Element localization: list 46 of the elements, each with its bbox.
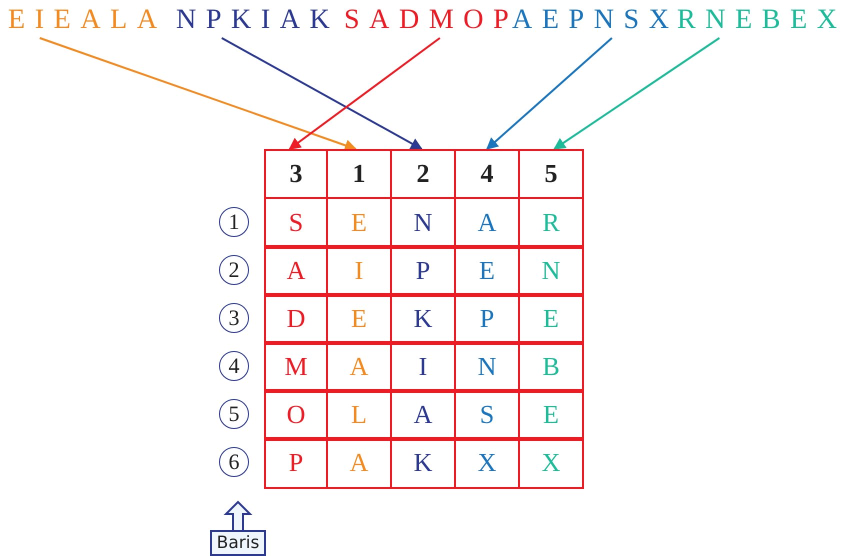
table-cell: D <box>264 293 328 345</box>
table-cell: B <box>518 341 584 393</box>
circled-number: 5 <box>219 399 249 429</box>
letter-sequence: AEPNSX <box>512 4 679 36</box>
table-cell: A <box>326 341 392 393</box>
header-cell: 5 <box>518 149 584 199</box>
table-cell: O <box>264 389 328 441</box>
arrow <box>39 37 357 152</box>
arrow <box>221 37 423 150</box>
table-cell: P <box>390 245 456 297</box>
circled-number: 1 <box>219 207 249 237</box>
arrow <box>553 37 720 150</box>
circled-number: 3 <box>219 303 249 333</box>
table-cell: E <box>518 389 584 441</box>
circled-number: 4 <box>219 351 249 381</box>
table-cell: S <box>454 389 520 441</box>
arrow <box>288 37 440 150</box>
letter-sequence: EIEALA <box>8 4 167 36</box>
letter-sequence: NPKIAK <box>176 4 340 36</box>
table-cell: E <box>518 293 584 345</box>
label-box: Baris <box>210 530 266 556</box>
table-cell: K <box>390 293 456 345</box>
table-cell: R <box>518 197 584 249</box>
hollow-arrow <box>224 500 252 531</box>
table-cell: X <box>518 437 584 489</box>
table-cell: S <box>264 197 328 249</box>
table-cell: I <box>390 341 456 393</box>
arrow <box>486 37 613 150</box>
table-cell: L <box>326 389 392 441</box>
table-cell: P <box>264 437 328 489</box>
header-cell: 3 <box>264 149 328 199</box>
table-cell: N <box>518 245 584 297</box>
circled-number: 6 <box>219 447 249 477</box>
table-cell: I <box>326 245 392 297</box>
table-cell: P <box>454 293 520 345</box>
table-cell: A <box>390 389 456 441</box>
table-cell: A <box>326 437 392 489</box>
table-cell: A <box>264 245 328 297</box>
table-cell: E <box>326 293 392 345</box>
table-cell: K <box>390 437 456 489</box>
table-cell: X <box>454 437 520 489</box>
table-cell: N <box>454 341 520 393</box>
letter-sequence: RNEBEX <box>677 4 843 36</box>
circled-number: 2 <box>219 255 249 285</box>
table-cell: M <box>264 341 328 393</box>
table-cell: E <box>454 245 520 297</box>
